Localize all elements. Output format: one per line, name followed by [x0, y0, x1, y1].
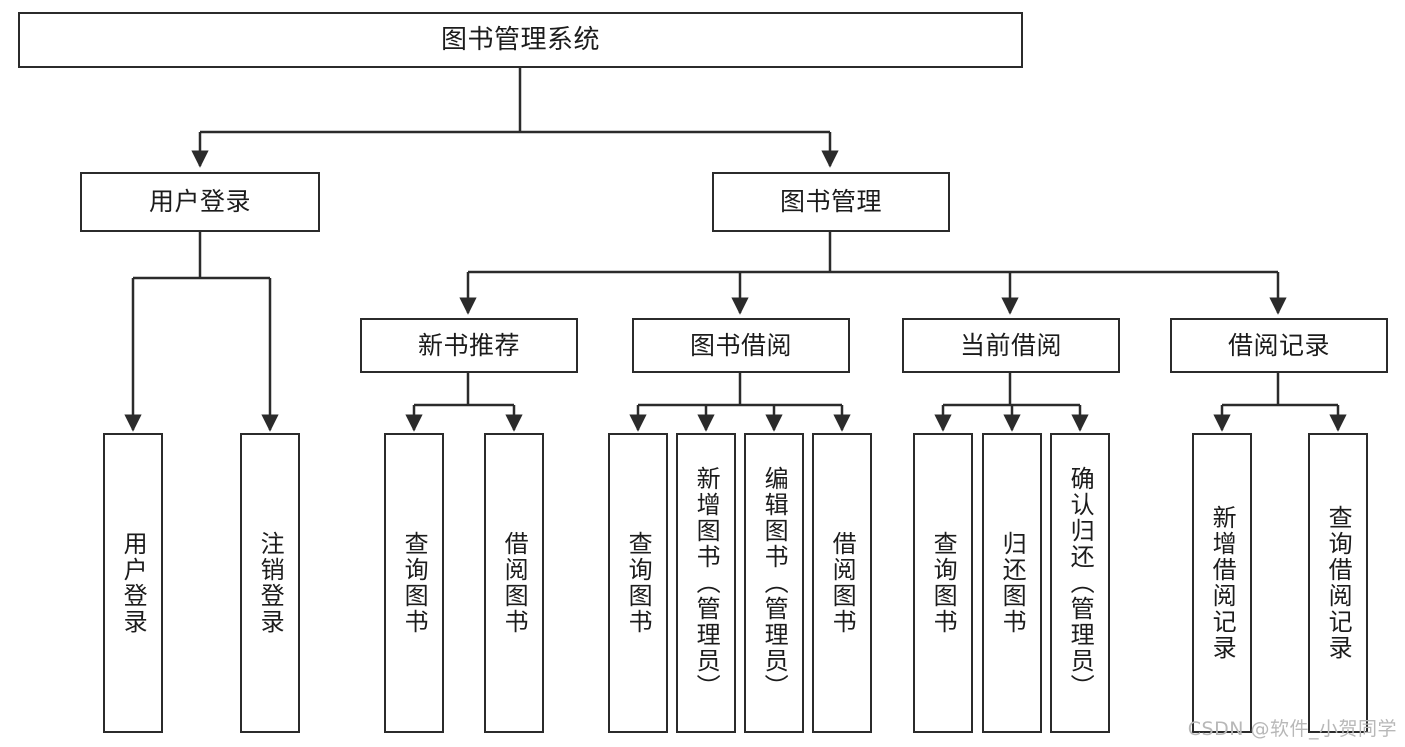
leaf-add-borrow-record[interactable]: 新增借阅记录: [1192, 433, 1252, 733]
leaf-query-borrow-record[interactable]: 查询借阅记录: [1308, 433, 1368, 733]
leaf-user-login[interactable]: 用户登录: [103, 433, 163, 733]
node-label: 注销登录: [256, 531, 285, 635]
leaf-borrow-book[interactable]: 借阅图书: [812, 433, 872, 733]
node-label: 借阅记录: [1227, 330, 1330, 360]
node-label: 用户登录: [148, 187, 251, 217]
leaf-query-book-borrow[interactable]: 查询图书: [608, 433, 668, 733]
node-label: 编辑图书（管理员）: [760, 466, 789, 700]
leaf-confirm-return-admin[interactable]: 确认归还（管理员）: [1050, 433, 1110, 733]
node-label: 图书管理: [779, 187, 882, 217]
node-label: 查询图书: [624, 531, 653, 635]
node-root-system[interactable]: 图书管理系统: [18, 12, 1023, 68]
leaf-query-book-current[interactable]: 查询图书: [913, 433, 973, 733]
node-label: 查询图书: [400, 531, 429, 635]
csdn-watermark: CSDN @软件_小贺同学: [1187, 718, 1397, 740]
node-label: 借阅图书: [828, 531, 857, 635]
leaf-logout-login[interactable]: 注销登录: [240, 433, 300, 733]
node-label: 用户登录: [119, 531, 148, 635]
node-label: 确认归还（管理员）: [1066, 466, 1095, 700]
node-new-book-recommend[interactable]: 新书推荐: [360, 318, 578, 373]
node-label: 归还图书: [998, 531, 1027, 635]
leaf-borrow-book-new[interactable]: 借阅图书: [484, 433, 544, 733]
node-label: 查询借阅记录: [1324, 505, 1353, 661]
node-borrow-record[interactable]: 借阅记录: [1170, 318, 1388, 373]
node-label: 借阅图书: [500, 531, 529, 635]
node-label: 新增图书（管理员）: [692, 466, 721, 700]
leaf-query-book-new[interactable]: 查询图书: [384, 433, 444, 733]
node-label: 图书借阅: [689, 330, 792, 360]
leaf-edit-book-admin[interactable]: 编辑图书（管理员）: [744, 433, 804, 733]
node-current-borrow[interactable]: 当前借阅: [902, 318, 1120, 373]
node-user-login[interactable]: 用户登录: [80, 172, 320, 232]
node-label: 新书推荐: [417, 330, 520, 360]
node-book-manage[interactable]: 图书管理: [712, 172, 950, 232]
node-label: 查询图书: [929, 531, 958, 635]
node-label: 新增借阅记录: [1208, 505, 1237, 661]
node-label: 图书管理系统: [440, 24, 600, 55]
node-book-borrow[interactable]: 图书借阅: [632, 318, 850, 373]
leaf-add-book-admin[interactable]: 新增图书（管理员）: [676, 433, 736, 733]
leaf-return-book[interactable]: 归还图书: [982, 433, 1042, 733]
node-label: 当前借阅: [959, 330, 1062, 360]
